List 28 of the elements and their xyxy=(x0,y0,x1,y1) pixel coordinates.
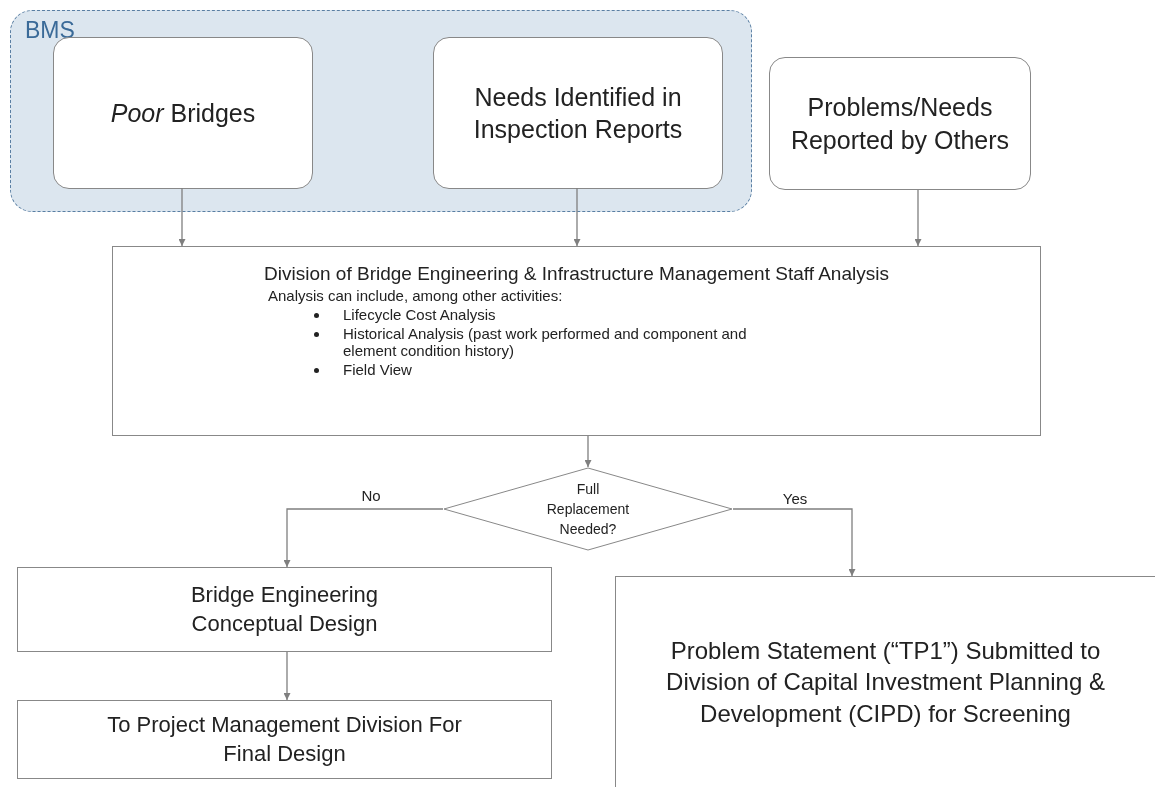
arrow xyxy=(283,508,444,568)
bullet-item: Field View xyxy=(343,361,783,378)
bullet-item: Historical Analysis (past work performed and component and element condition history) xyxy=(343,325,783,359)
process-box xyxy=(17,567,552,652)
arrow xyxy=(732,508,856,577)
rounded-box xyxy=(53,37,313,189)
decision-diamond xyxy=(443,467,733,551)
box-text: Poor Bridges xyxy=(110,97,256,129)
box-text: Problem Statement (“TP1”) Submitted to Division of Capital Investment Planning & Development (CIPD) for Screening xyxy=(665,636,1106,729)
rounded-box xyxy=(433,37,723,189)
bullet-item: Lifecycle Cost Analysis xyxy=(343,306,783,323)
process-box xyxy=(17,700,552,779)
intro-text: Analysis can include, among other activities: xyxy=(268,287,564,304)
process-box xyxy=(112,246,1041,436)
box-text: Bridge Engineering Conceptual Design xyxy=(189,580,380,638)
box-text: Full Replacement Needed? xyxy=(545,479,631,540)
arrow xyxy=(178,187,186,247)
box-text: Needs Identified in Inspection Reports xyxy=(472,81,684,145)
group-panel xyxy=(10,10,752,212)
arrow xyxy=(584,435,592,468)
arrow xyxy=(283,651,291,701)
box-text: To Project Management Division For Final Design xyxy=(106,710,463,768)
group-heading: BMS xyxy=(25,17,75,44)
box-heading: Division of Bridge Engineering & Infrastructure Management Staff Analysis xyxy=(263,263,890,285)
rounded-box xyxy=(769,57,1031,190)
box-text: Problems/Needs Reported by Others xyxy=(789,92,1011,156)
arrow xyxy=(914,189,922,247)
arrow xyxy=(573,187,581,247)
